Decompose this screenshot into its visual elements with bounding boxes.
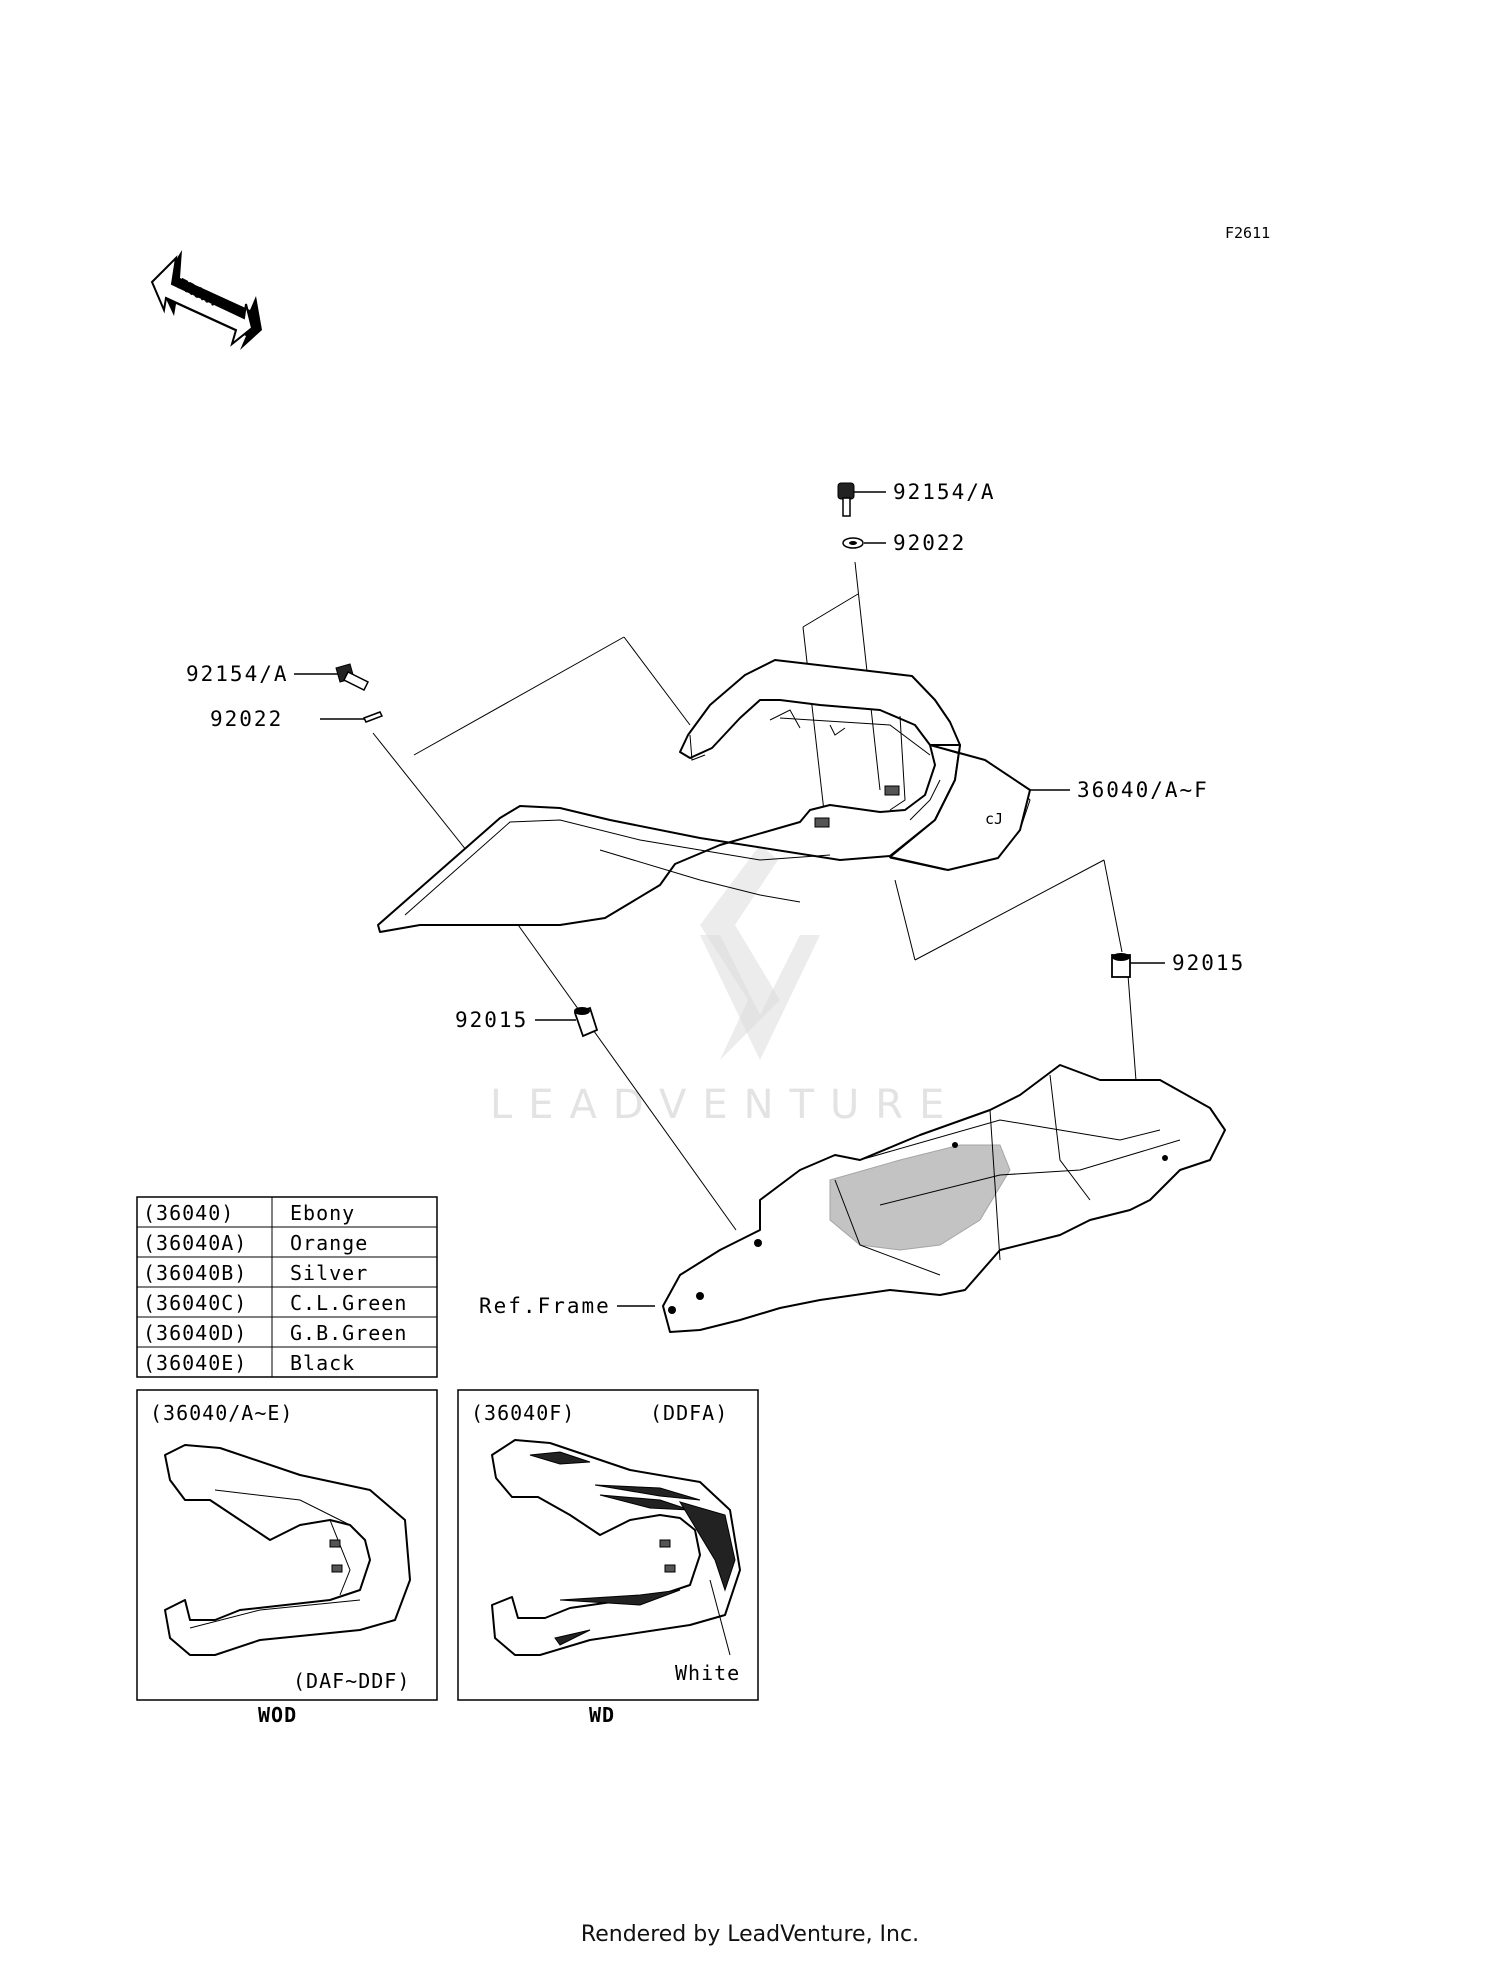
bolt-left-icon <box>335 663 370 692</box>
callout-collar-left: 92015 <box>455 1008 528 1032</box>
washer-left-icon <box>362 711 384 723</box>
table-color: Silver <box>290 1261 368 1285</box>
assembly-lines <box>294 491 1165 1307</box>
ref-frame-part <box>662 1064 1226 1333</box>
seat-cover-variant-icon <box>164 1444 411 1656</box>
leadventure-watermark: LEADVENTURE <box>490 845 960 1128</box>
variant-header: (36040F) <box>471 1401 575 1425</box>
diagram-code: F2611 <box>1225 224 1270 242</box>
table-color: C.L.Green <box>290 1291 407 1315</box>
table-code: (36040) <box>143 1201 234 1225</box>
callout-cover: 36040/A~F <box>1077 778 1209 802</box>
leadventure-logo-icon <box>700 845 820 1060</box>
table-color: Orange <box>290 1231 368 1255</box>
callout-washer-top: 92022 <box>893 531 966 555</box>
front-direction-arrow-icon: FRONT <box>150 250 262 350</box>
callout-collar-right: 92015 <box>1172 951 1245 975</box>
collar-right-icon <box>1111 953 1131 978</box>
rendered-by-footer: Rendered by LeadVenture, Inc. <box>580 1922 920 1947</box>
callout-bolt-top: 92154/A <box>893 480 996 504</box>
svg-text:cJ: cJ <box>985 810 1003 828</box>
variant-box-woa: (36040/A~E) (DAF~DDF) <box>136 1389 438 1701</box>
table-code: (36040D) <box>143 1321 247 1345</box>
table-code: (36040C) <box>143 1291 247 1315</box>
collar-left-icon <box>573 1006 599 1038</box>
callout-bolt-left: 92154/A <box>186 662 289 686</box>
table-color: Black <box>290 1351 355 1375</box>
callout-frame: Ref.Frame <box>479 1294 611 1318</box>
watermark-text: LEADVENTURE <box>490 1082 960 1128</box>
table-color: G.B.Green <box>290 1321 407 1345</box>
table-code: (36040B) <box>143 1261 247 1285</box>
bolt-top-icon <box>837 482 855 517</box>
washer-top-icon <box>842 537 864 549</box>
variant-box-wd: (36040F) (DDFA) White <box>457 1389 759 1701</box>
color-table: (36040) Ebony (36040A) Orange (36040B) S… <box>136 1196 438 1378</box>
variant-header-2: (DDFA) <box>650 1401 728 1425</box>
variant-note: White <box>675 1661 740 1685</box>
variant-note: (DAF~DDF) <box>293 1669 410 1693</box>
table-code: (36040A) <box>143 1231 247 1255</box>
table-color: Ebony <box>290 1201 355 1225</box>
callout-washer-left: 92022 <box>210 707 283 731</box>
variant-caption: WD <box>589 1703 615 1727</box>
variant-header: (36040/A~E) <box>150 1401 293 1425</box>
variant-caption: WOD <box>258 1703 297 1727</box>
table-code: (36040E) <box>143 1351 247 1375</box>
seat-cover-part: cJ <box>377 659 1031 933</box>
seat-cover-variant-white-icon <box>491 1439 741 1656</box>
